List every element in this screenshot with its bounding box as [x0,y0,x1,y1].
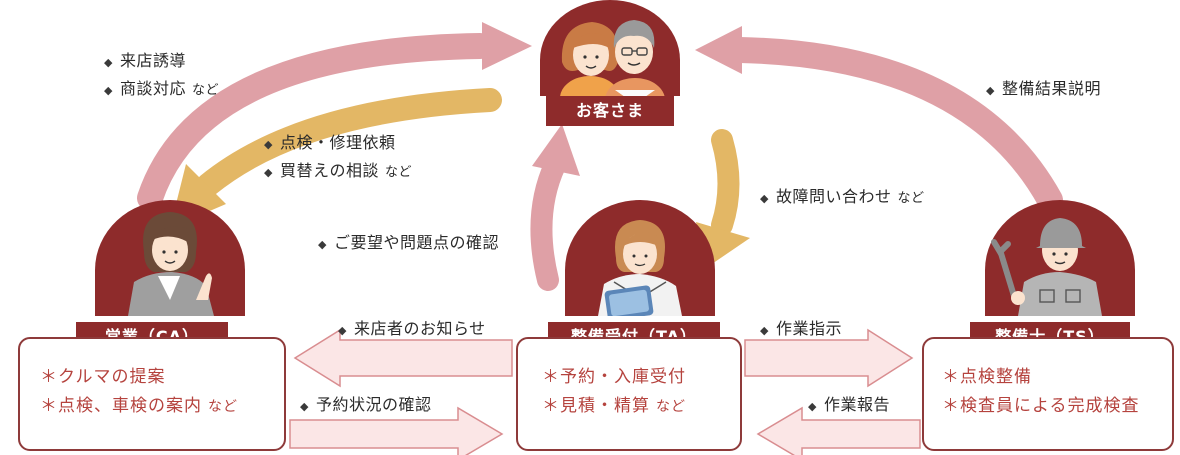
note-work-order: ◆作業指示 [760,319,843,338]
arrow-ca-to-ta [289,406,504,455]
note-repair-request: ◆点検・修理依頼 [264,133,396,152]
arrow-ta-to-ts [744,328,914,388]
arrow-ca-to-customer [137,22,532,211]
ts-task-item: ＊点検整備 [942,367,1032,387]
note-visitor-notice: ◆来店者のお知らせ [338,319,486,338]
mechanic-icon [985,200,1135,316]
couple-icon [540,0,680,96]
note-confirm-requests: ◆ご要望や問題点の確認 [318,233,500,252]
note-fault-inquiry: ◆故障問い合わせなど [760,187,925,206]
note-service-result: ◆整備結果説明 [986,79,1102,98]
ca-task-panel: ＊クルマの提案 ＊点検、車検の案内など [18,337,286,451]
arrow-ta-to-customer [530,124,580,291]
note-replacement-consult: ◆買替えの相談など [264,161,413,180]
note-sales-talk: ◆商談対応など [104,79,220,98]
customer-label: お客さま [546,96,674,126]
note-store-invite: ◆来店誘導 [104,51,187,70]
receptionist-icon [565,200,715,316]
ta-task-panel: ＊予約・入庫受付 ＊見積・精算など [516,337,742,451]
ta-task-item: ＊見積・精算など [542,396,686,416]
arrow-ts-to-customer [695,26,1063,213]
note-work-report: ◆作業報告 [808,395,891,414]
ts-task-panel: ＊点検整備 ＊検査員による完成検査 [922,337,1174,451]
saleswoman-icon [95,200,245,316]
ca-task-item: ＊クルマの提案 [40,367,166,387]
ta-task-item: ＊予約・入庫受付 [542,367,686,387]
arrow-ts-to-ta [756,406,921,455]
ca-task-item: ＊点検、車検の案内など [40,396,238,416]
note-reservation-check: ◆予約状況の確認 [300,395,432,414]
ts-task-item: ＊検査員による完成検査 [942,396,1140,416]
arrow-ta-to-ca [293,328,513,388]
